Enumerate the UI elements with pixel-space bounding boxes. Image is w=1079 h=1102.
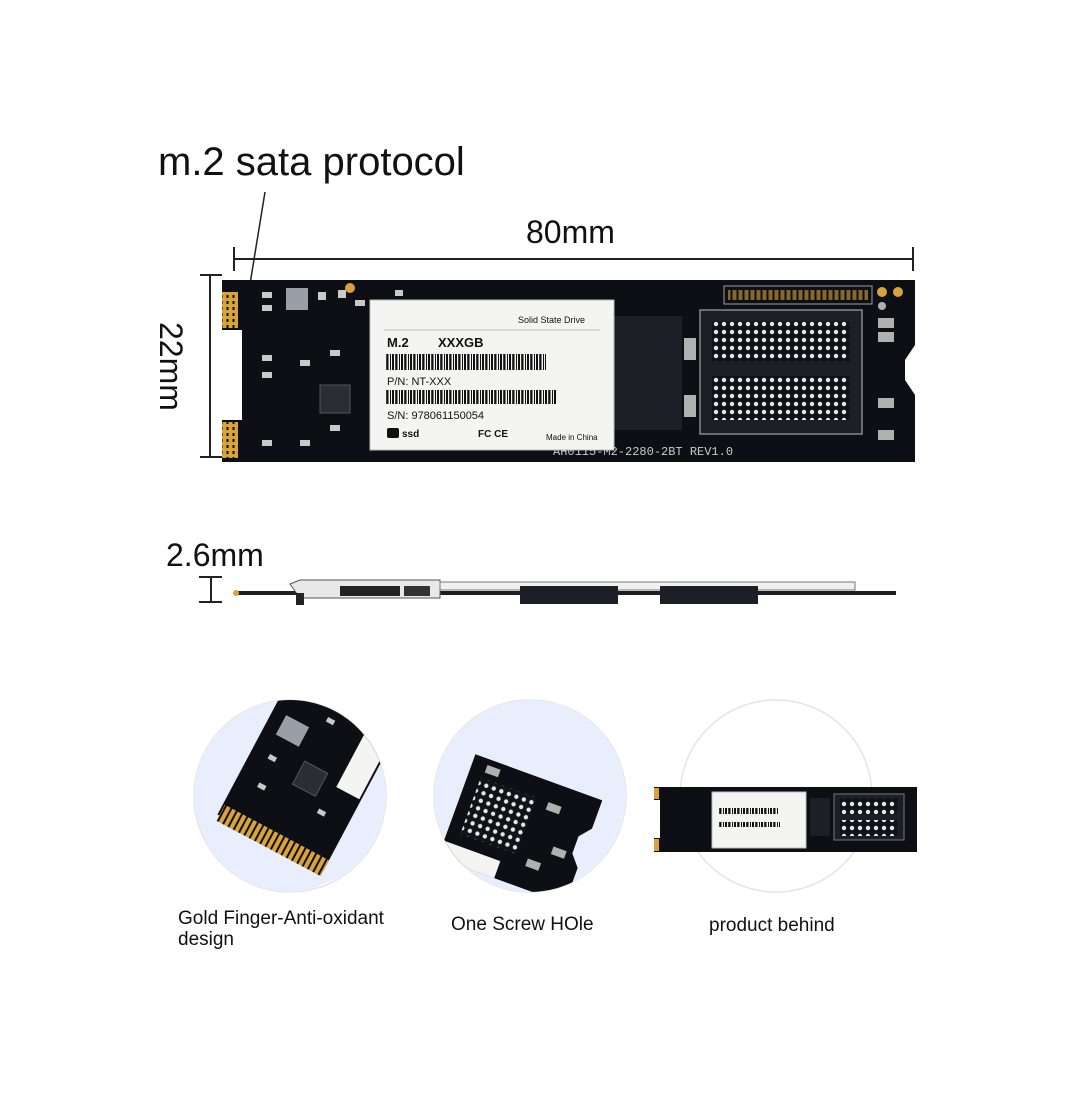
feature-screw-hole-image [433, 699, 627, 893]
sticker-model: M.2 [387, 335, 409, 350]
nand-chip [612, 316, 682, 430]
sticker-brand-line: Solid State Drive [518, 315, 585, 325]
thickness-label: 2.6mm [166, 537, 264, 573]
gold-fingers-bottom [222, 422, 238, 458]
sticker-sn: S/N: 978061150054 [387, 410, 484, 422]
sticker-capacity: XXXGB [438, 335, 484, 350]
feature-gold-finger-image [193, 699, 387, 893]
ssd-side-profile [233, 579, 896, 605]
protocol-label: m.2 sata protocol [158, 140, 465, 184]
sticker-made-in: Made in China [546, 433, 598, 442]
caption-screw-hole: One Screw HOle [451, 914, 594, 935]
sticker-pn: P/N: NT-XXX [387, 376, 452, 388]
barcode-1 [386, 354, 546, 370]
feature-product-behind-image [654, 699, 917, 893]
label-sticker: Solid State Drive M.2 XXXGB P/N: NT-XXX … [369, 299, 615, 451]
sticker-cert: FC CE [478, 429, 508, 440]
caption-product-behind: product behind [709, 915, 835, 936]
caption-gold-finger: Gold Finger-Anti-oxidant design [178, 908, 384, 950]
barcode-2 [386, 390, 556, 404]
sticker-logo-ssd: ssd [402, 429, 419, 440]
protocol-leader-line [249, 191, 266, 285]
length-label: 80mm [526, 214, 615, 250]
